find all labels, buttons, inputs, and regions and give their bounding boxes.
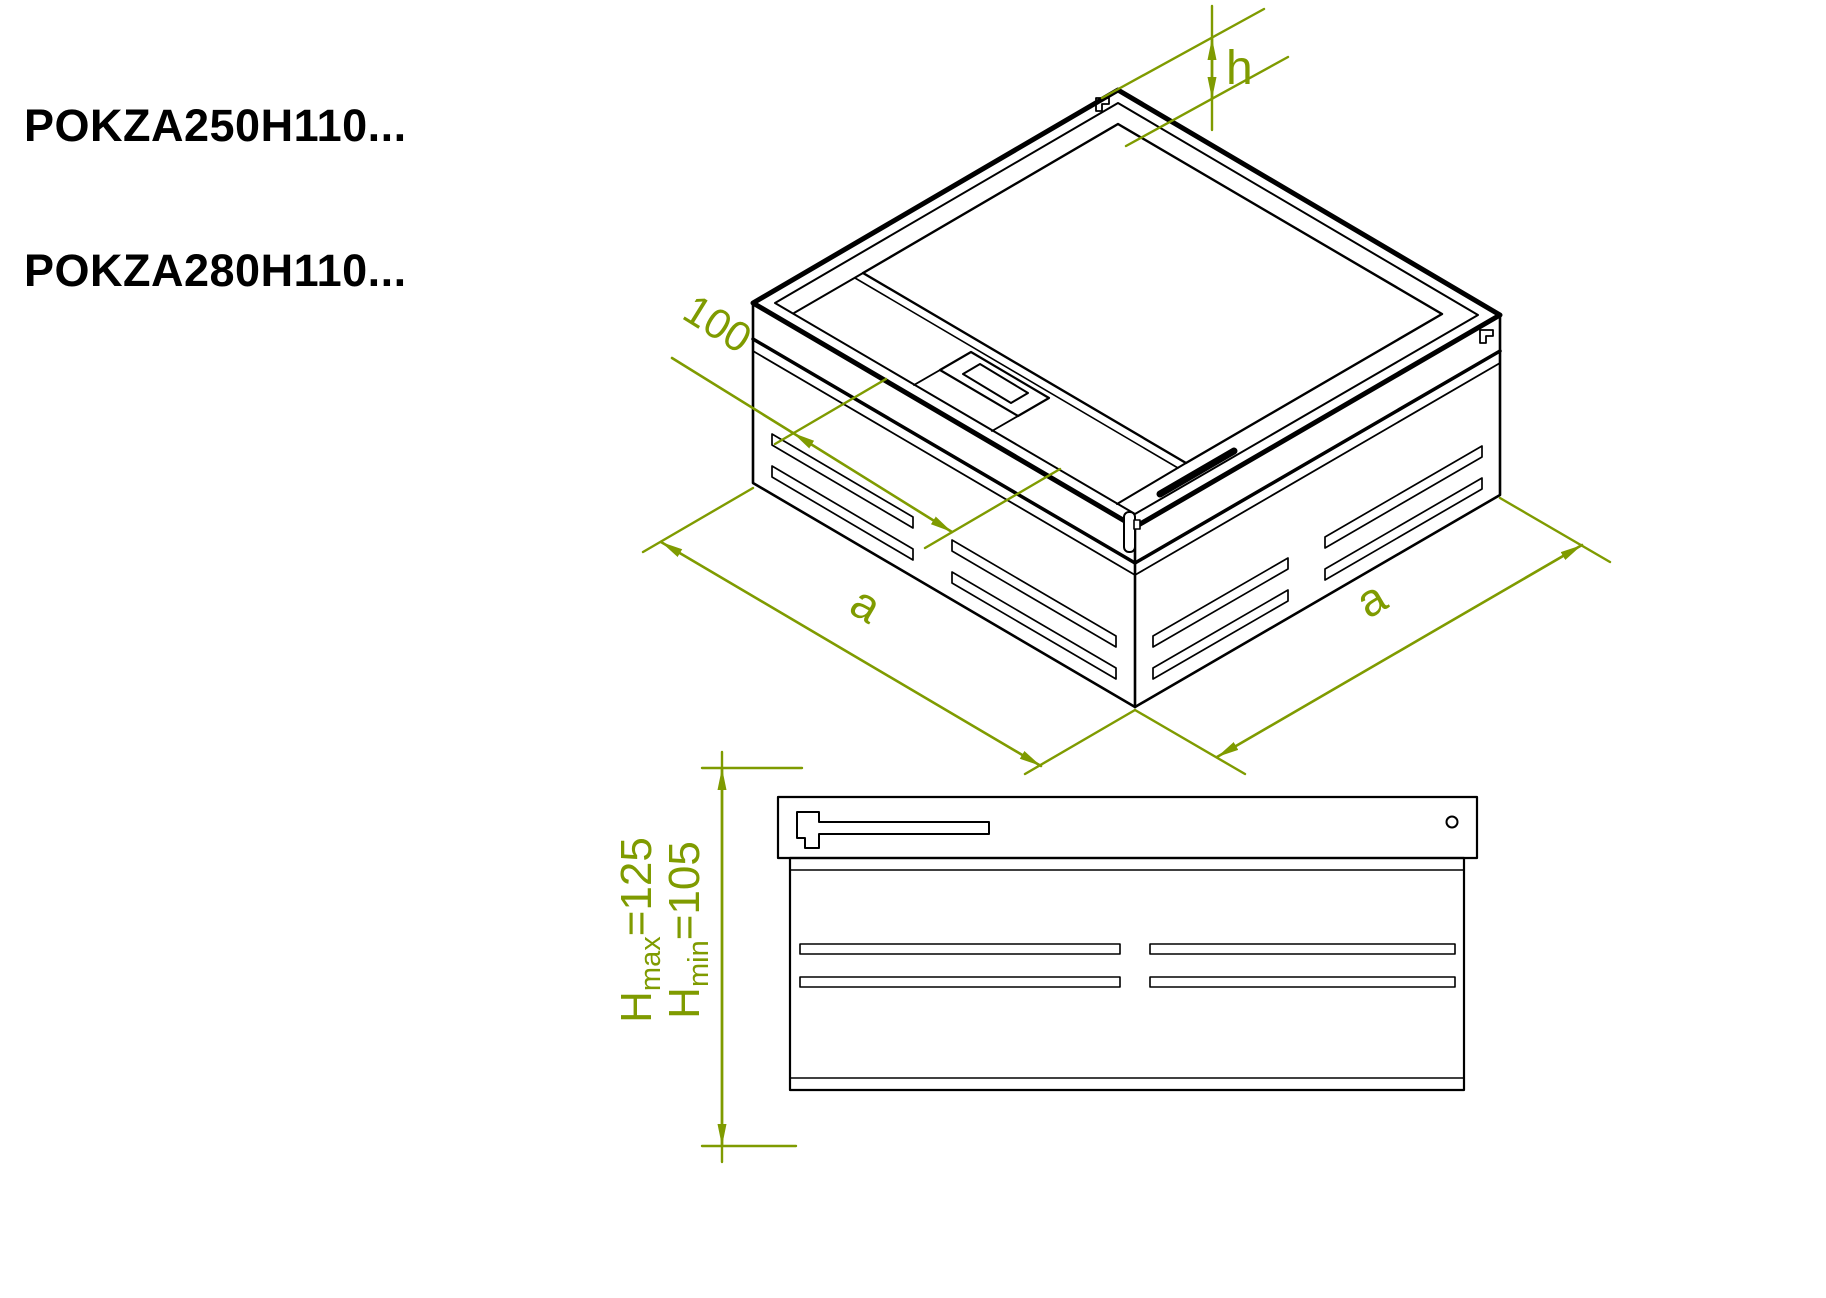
wall-slot (1324, 477, 1483, 581)
front-key-notch (1133, 519, 1141, 530)
dim-label-hmin: Hmin=105 (660, 841, 715, 1019)
dim-line (791, 431, 954, 534)
handle-connector-left (913, 369, 941, 386)
dim-line-tail (670, 356, 795, 435)
wall-slots-right (1152, 445, 1483, 680)
side-groove (799, 976, 1121, 988)
extension-line (1133, 708, 1247, 776)
wall-slot (771, 465, 914, 561)
side-frame-body (788, 856, 1466, 1092)
handle-connector-right (991, 415, 1019, 432)
wall-slot (771, 433, 914, 529)
rim-step-left (752, 350, 1136, 576)
dim-label-hmax: Hmax=125 (612, 837, 667, 1023)
corner-key-right-icon (1479, 329, 1494, 344)
rim-step-right (1134, 362, 1501, 576)
rim-band-right (1133, 349, 1502, 565)
wall-slots-left (771, 433, 1117, 680)
dim-label-100: 100 (675, 285, 759, 362)
iso-outer-rim (750, 87, 1503, 530)
strip-edge-right (1116, 462, 1187, 505)
dim-line (659, 540, 1043, 768)
side-grooves (799, 943, 1456, 988)
extension-line (923, 467, 1062, 550)
extension-line (773, 377, 888, 446)
extension-line (1023, 708, 1137, 776)
iso-cover-plate-edge (854, 277, 1179, 469)
dim-label-a-right: a (1347, 570, 1396, 628)
extension-line (1100, 7, 1266, 100)
product-code-1: POKZA250H110... (24, 100, 407, 152)
iso-cover-plate (861, 122, 1444, 465)
dim-label-h: h (1226, 42, 1253, 95)
dim-a-right: a (1133, 496, 1612, 776)
dim-label-a-left: a (842, 575, 891, 633)
dim-height: Hmax=125 Hmin=105 (612, 750, 804, 1164)
handle-grip (962, 363, 1029, 404)
side-cover-plate (776, 795, 1479, 860)
side-groove (1149, 943, 1456, 955)
front-key-body (1123, 511, 1136, 553)
front-key-lock (1123, 511, 1141, 553)
extension-line (1124, 55, 1290, 148)
side-screw-hole (1445, 815, 1459, 829)
iso-view: h 100 a a (641, 4, 1612, 776)
side-box-body (776, 795, 1479, 1092)
strip-edge-left (793, 272, 864, 314)
product-code-2: POKZA280H110... (24, 244, 407, 296)
side-view: Hmax=125 Hmin=105 (612, 750, 1479, 1164)
extension-line (641, 486, 755, 554)
product-codes: POKZA250H110... POKZA280H110... (24, 6, 407, 343)
corner-key-top-icon (1095, 97, 1110, 112)
dim-line (1215, 543, 1584, 759)
side-key-slot (796, 811, 990, 849)
iso-inner-rim (774, 102, 1479, 515)
side-groove (799, 943, 1121, 955)
extension-line (1498, 496, 1612, 564)
iso-dimensions: h 100 a a (641, 4, 1612, 776)
dim-h: h (1100, 4, 1290, 148)
handle-recess (938, 350, 1051, 418)
lifting-slot-bar (1156, 447, 1238, 498)
side-groove (1149, 976, 1456, 988)
wall-slot (1324, 445, 1483, 549)
